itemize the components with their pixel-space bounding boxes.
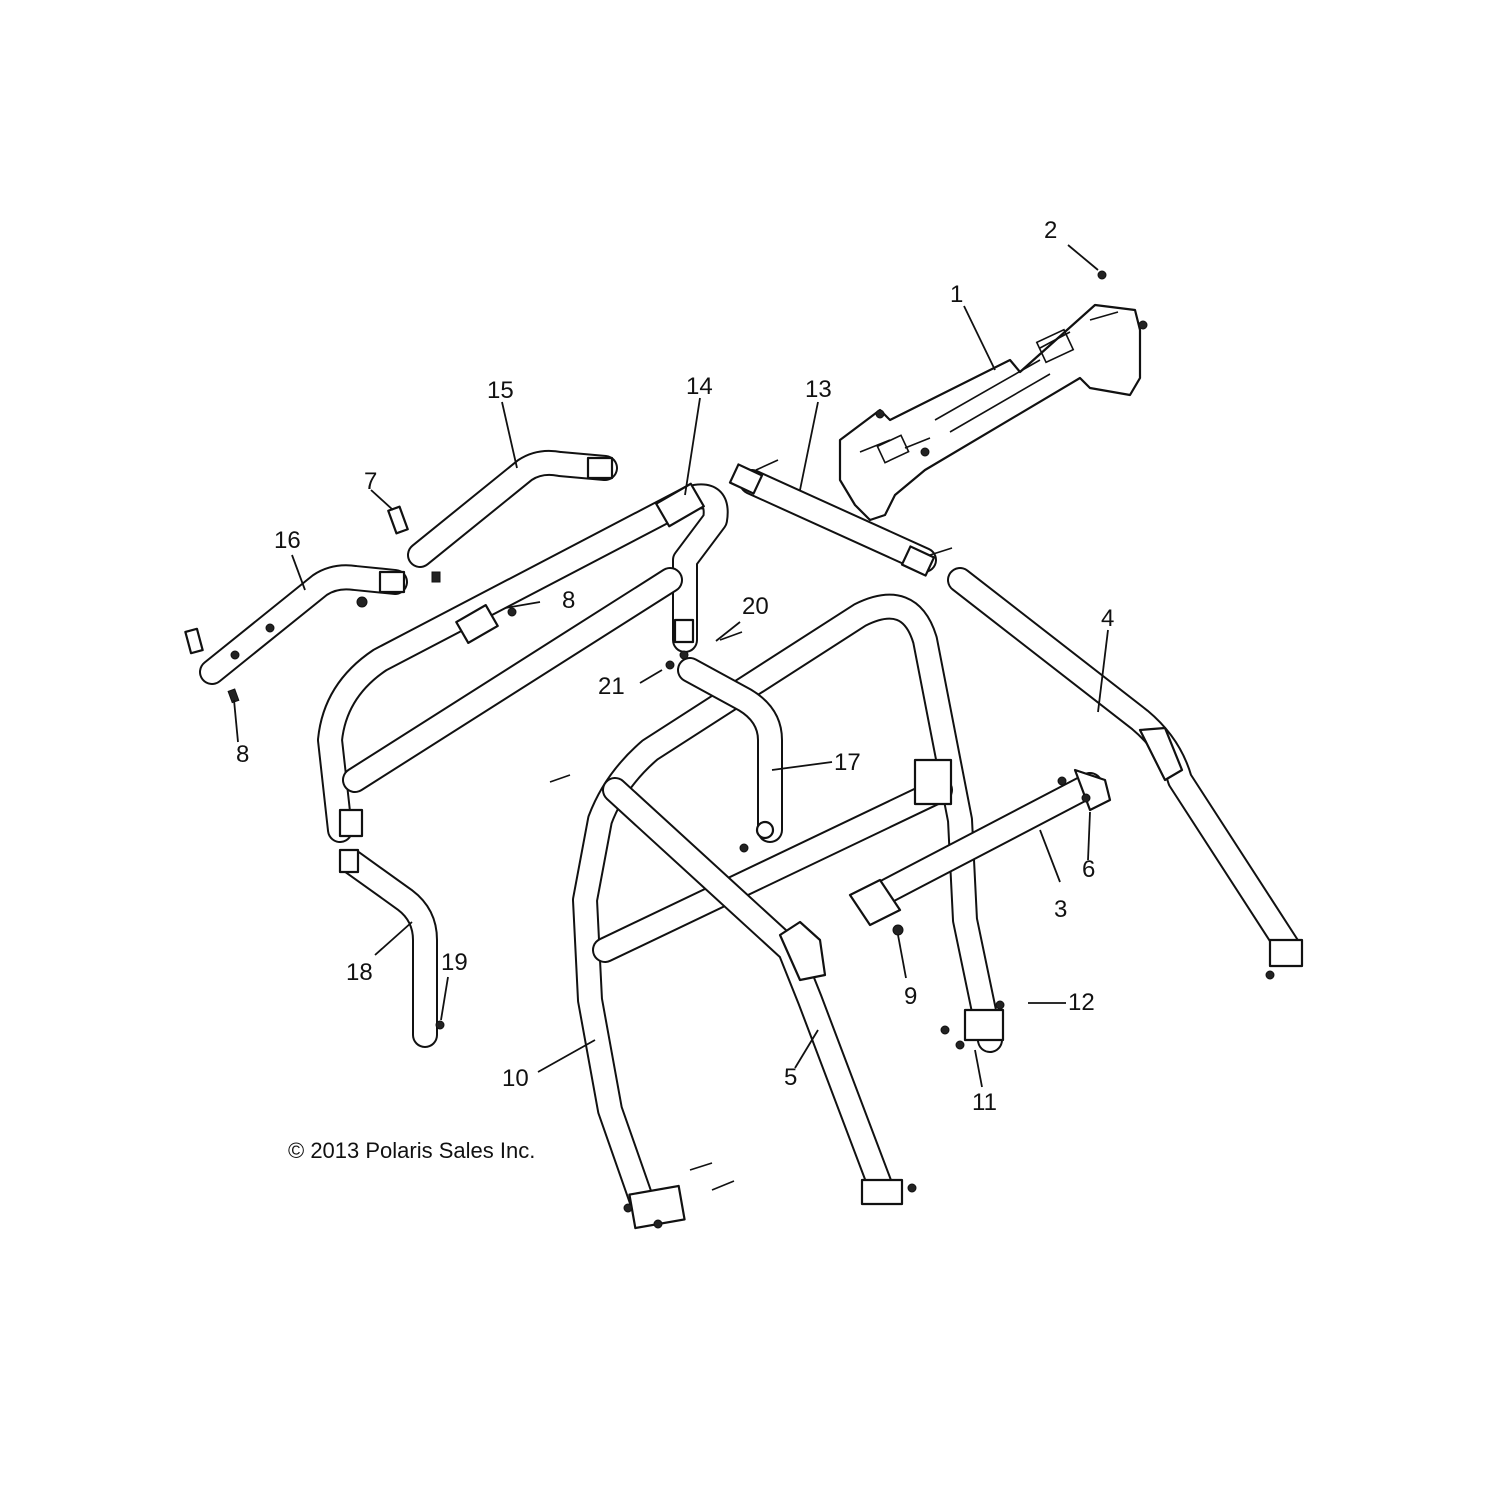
callout-3: 3 <box>1054 896 1067 923</box>
part-13-crossbar <box>728 459 953 577</box>
leader-lines <box>233 244 1109 1088</box>
callout-10: 10 <box>502 1065 529 1092</box>
callout-18: 18 <box>346 959 373 986</box>
part-15-tube <box>407 449 618 568</box>
callout-12: 12 <box>1068 989 1095 1016</box>
callout-7: 7 <box>364 468 377 495</box>
callout-13: 13 <box>805 376 832 403</box>
part-4-side-tube <box>947 567 1304 968</box>
callout-4: 4 <box>1101 605 1114 632</box>
callout-21: 21 <box>598 673 625 700</box>
callout-11: 11 <box>972 1089 997 1116</box>
callout-8b: 8 <box>236 741 249 768</box>
callout-2: 2 <box>1044 217 1057 244</box>
callout-14: 14 <box>686 373 713 400</box>
part-10-main-hoop <box>572 593 1005 1230</box>
callout-5: 5 <box>784 1064 797 1091</box>
callout-8a: 8 <box>562 587 575 614</box>
callout-6: 6 <box>1082 856 1095 883</box>
callout-1: 1 <box>950 281 963 308</box>
part-2-screw <box>1097 270 1107 280</box>
callout-9: 9 <box>904 983 917 1010</box>
callout-16: 16 <box>274 527 301 554</box>
part-14-upper-hoop <box>317 482 729 843</box>
misc-fasteners <box>435 631 1275 1229</box>
fasteners-7-8 <box>184 505 517 704</box>
callout-17: 17 <box>834 749 861 776</box>
callout-19: 19 <box>441 949 468 976</box>
part-5-down-tube <box>602 777 904 1206</box>
copyright-notice: © 2013 Polaris Sales Inc. <box>288 1138 536 1163</box>
callout-15: 15 <box>487 377 514 404</box>
part-16-tube <box>199 564 408 685</box>
callouts: 1 2 3 4 5 6 7 8 8 9 10 11 12 13 14 15 16… <box>236 217 1114 1116</box>
part-17-bracket <box>677 657 783 843</box>
part-18-bracket <box>338 848 438 1048</box>
callout-20: 20 <box>742 593 769 620</box>
part-1-roof-cover <box>838 270 1148 522</box>
part-3-cross-brace <box>848 768 1112 927</box>
